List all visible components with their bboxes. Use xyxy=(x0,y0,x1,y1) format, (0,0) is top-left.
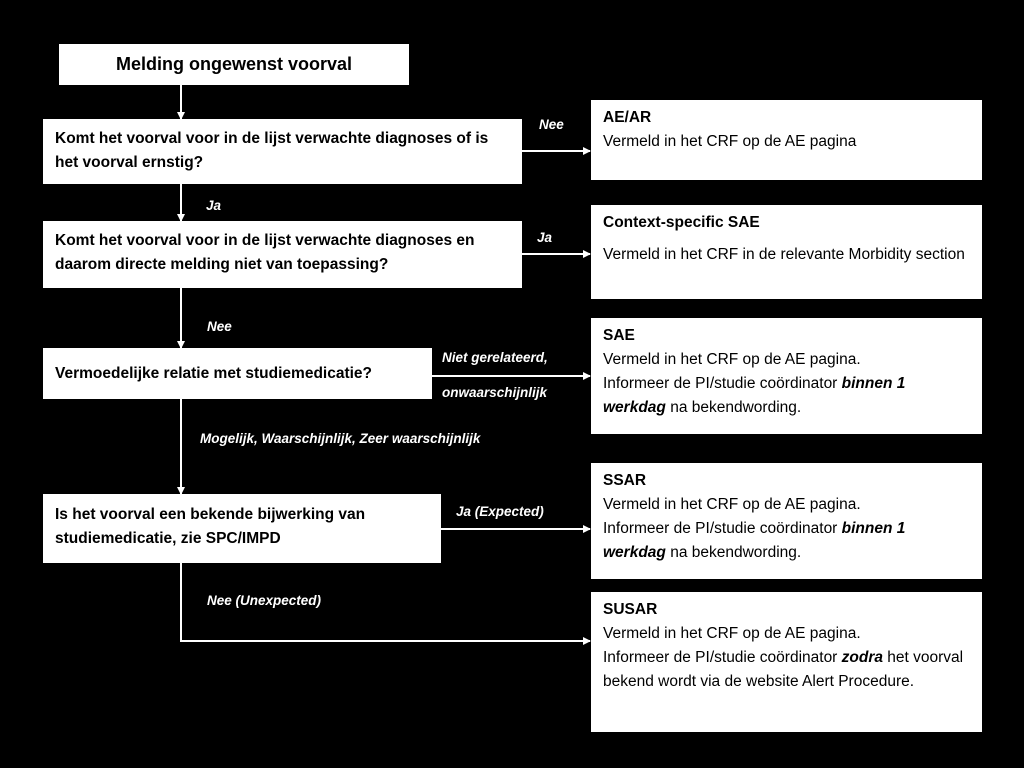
outcome-sae-title: SAE xyxy=(603,327,635,344)
outcome-box-context-sae: Context-specific SAE Vermeld in het CRF … xyxy=(591,205,982,299)
outcome-susar-pre: Informeer de PI/studie coördinator xyxy=(603,649,842,666)
outcome-ae-title: AE/AR xyxy=(603,109,652,126)
question-box-3: Vermoedelijke relatie met studiemedicati… xyxy=(43,348,432,399)
question-box-1: Komt het voorval voor in de lijst verwac… xyxy=(43,119,522,184)
label-q2-ja: Ja xyxy=(537,230,553,245)
outcome-ssar-emphasis: binnen 1 werkdag xyxy=(603,520,906,561)
outcome-susar-line2: Informeer de PI/studie coördinator zodra… xyxy=(603,649,963,690)
outcome-ae-text: Vermeld in het CRF op de AE pagina xyxy=(603,133,857,150)
outcome-susar-post: het voorval bekend wordt via de website … xyxy=(603,649,964,690)
outcome-ssar-line1: Vermeld in het CRF op de AE pagina. xyxy=(603,496,861,513)
outcome-ssar-line2: Informeer de PI/studie coördinator binne… xyxy=(603,520,905,561)
outcome-sae-pre: Informeer de PI/studie coördinator xyxy=(603,375,842,392)
outcome-sae-post: na bekendwording. xyxy=(665,399,802,416)
label-q3-niet-gerelateerd: Niet gerelateerd, xyxy=(442,350,548,365)
outcome-sae-emphasis: binnen 1 werkdag xyxy=(603,375,906,416)
question-box-2: Komt het voorval voor in de lijst verwac… xyxy=(43,221,522,288)
label-q3-mogelijk: Mogelijk, Waarschijnlijk, Zeer waarschij… xyxy=(200,431,481,446)
outcome-context-title: Context-specific SAE xyxy=(603,214,760,231)
outcome-ssar-post: na bekendwording. xyxy=(665,544,802,561)
start-box: Melding ongewenst voorval xyxy=(59,44,409,85)
outcome-susar-line1: Vermeld in het CRF op de AE pagina. xyxy=(603,625,861,642)
outcome-ssar-title: SSAR xyxy=(603,472,647,489)
outcome-box-sae: SAE Vermeld in het CRF op de AE pagina. … xyxy=(591,318,982,434)
question-3-text: Vermoedelijke relatie met studiemedicati… xyxy=(55,364,373,382)
outcome-box-ssar: SSAR Vermeld in het CRF op de AE pagina.… xyxy=(591,463,982,579)
question-4-text: Is het voorval een bekende bijwerking va… xyxy=(55,506,366,547)
outcome-sae-line2: Informeer de PI/studie coördinator binne… xyxy=(603,375,905,416)
outcome-susar-emphasis: zodra xyxy=(841,649,883,666)
question-2-text: Komt het voorval voor in de lijst verwac… xyxy=(55,232,475,273)
question-1-text: Komt het voorval voor in de lijst verwac… xyxy=(55,130,489,171)
outcome-box-susar: SUSAR Vermeld in het CRF op de AE pagina… xyxy=(591,592,982,732)
label-q2-nee: Nee xyxy=(207,319,232,334)
label-q1-ja: Ja xyxy=(206,198,222,213)
label-q4-ja-expected: Ja (Expected) xyxy=(456,504,544,519)
question-box-4: Is het voorval een bekende bijwerking va… xyxy=(43,494,441,563)
outcome-box-ae: AE/AR Vermeld in het CRF op de AE pagina xyxy=(591,100,982,180)
start-title: Melding ongewenst voorval xyxy=(115,54,353,74)
label-q1-nee: Nee xyxy=(539,117,564,132)
arrow-q4-to-susar xyxy=(180,563,591,645)
label-q4-nee-unexpected: Nee (Unexpected) xyxy=(207,593,322,608)
label-q3-onwaarschijnlijk: onwaarschijnlijk xyxy=(442,385,548,400)
outcome-susar-title: SUSAR xyxy=(603,601,658,618)
outcome-ssar-pre: Informeer de PI/studie coördinator xyxy=(603,520,842,537)
outcome-sae-line1: Vermeld in het CRF op de AE pagina. xyxy=(603,351,861,368)
outcome-context-text: Vermeld in het CRF in de relevante Morbi… xyxy=(603,246,965,263)
